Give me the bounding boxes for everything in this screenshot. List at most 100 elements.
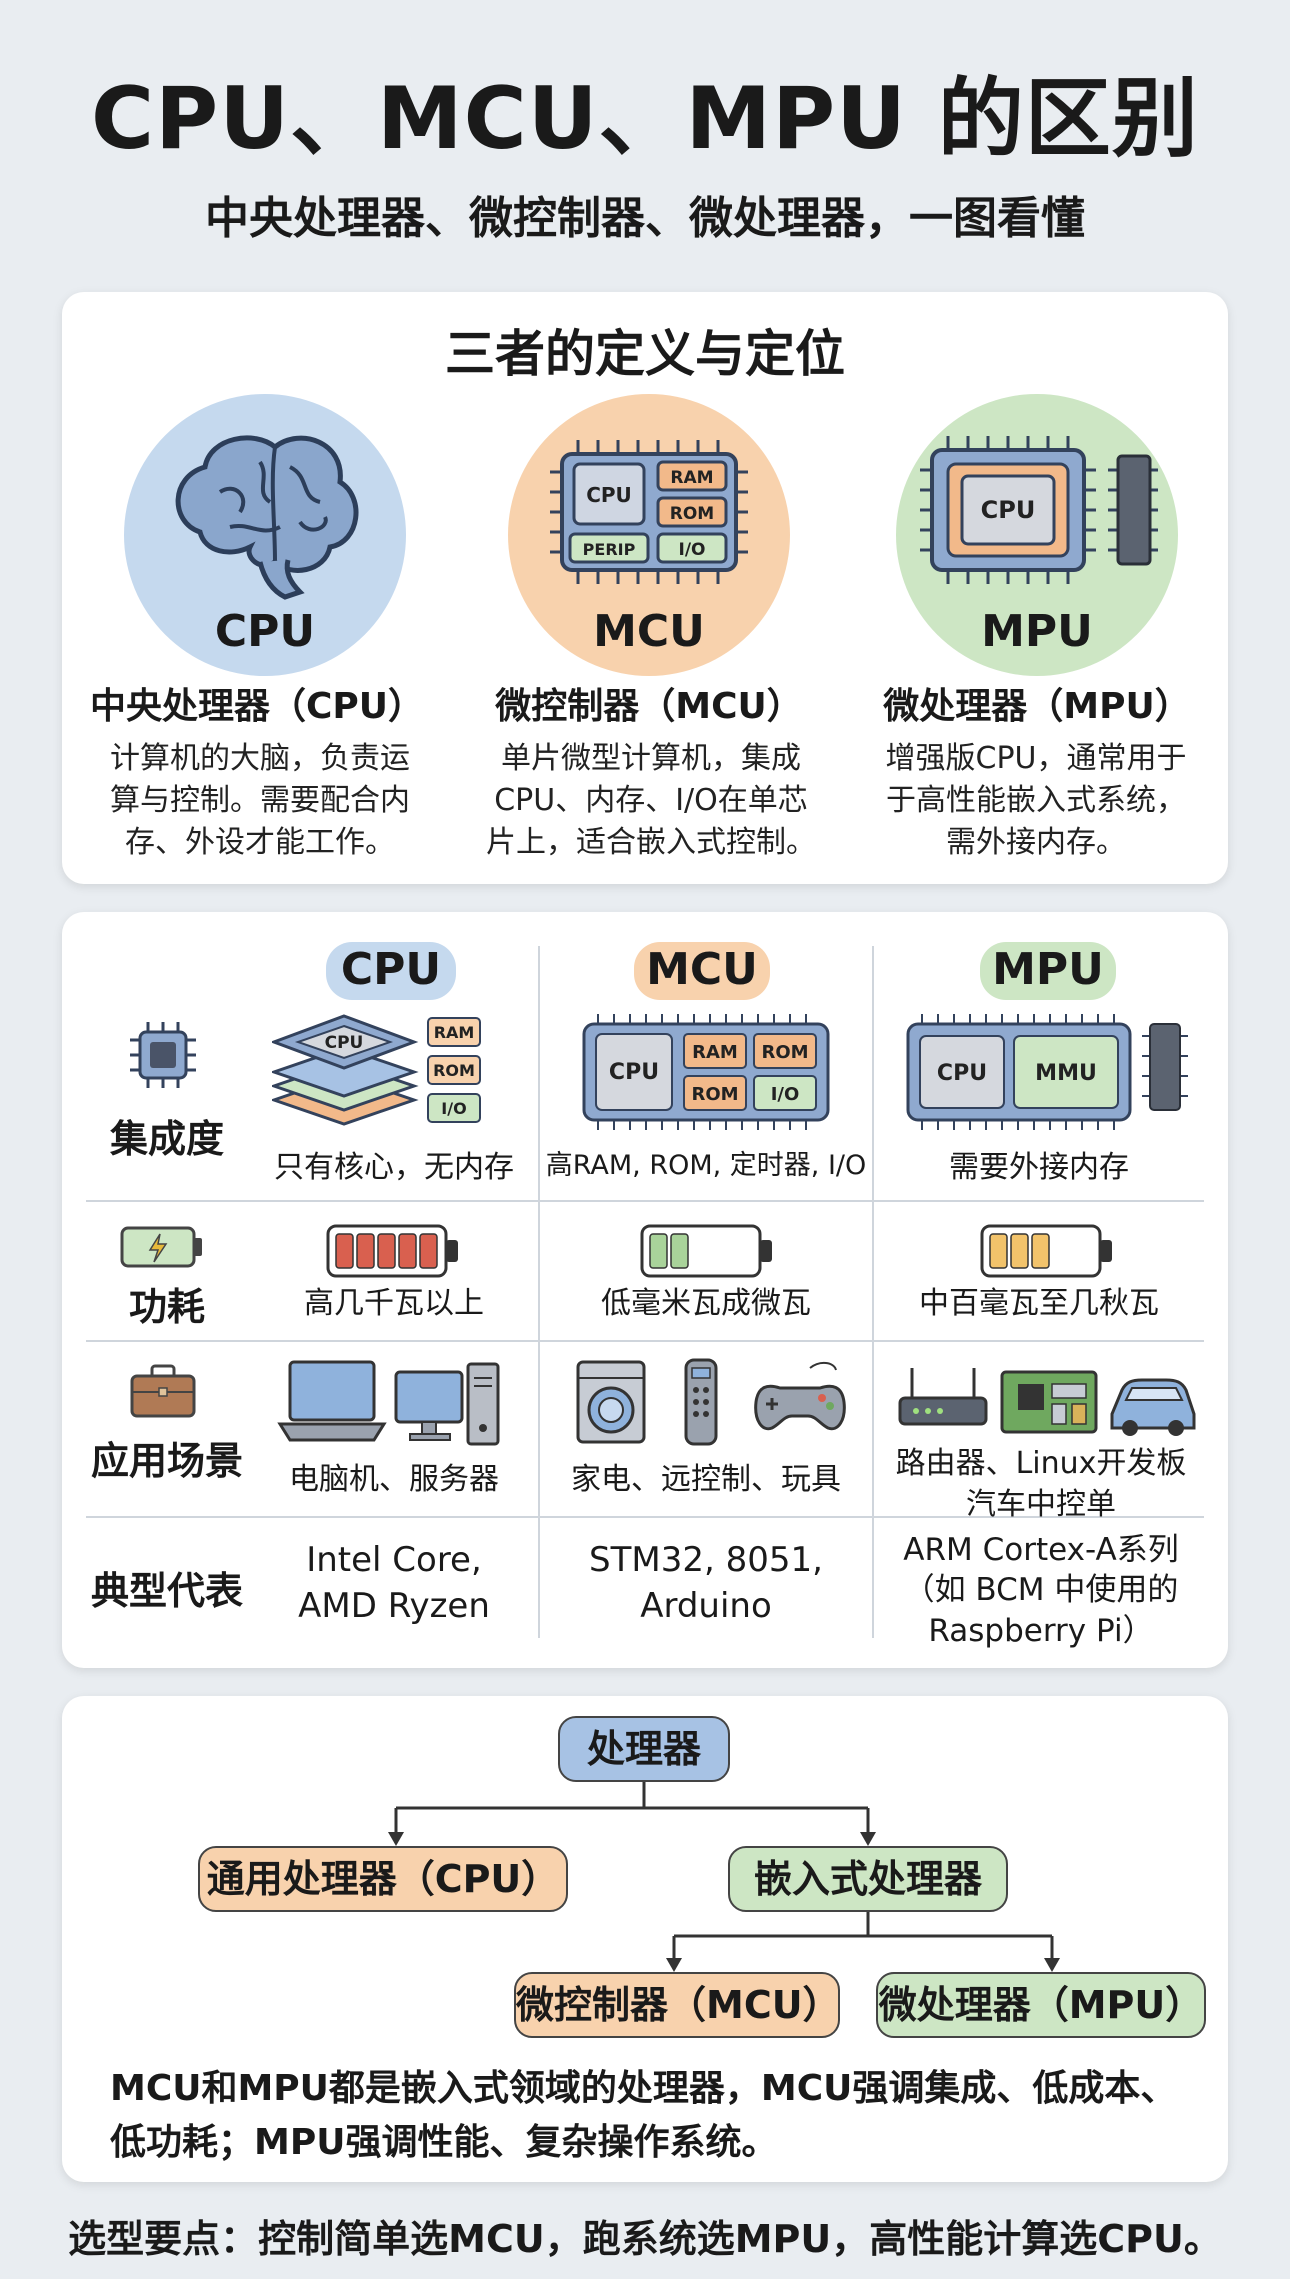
svg-text:I/O: I/O	[679, 540, 706, 560]
mpu-circle: CPU MPU	[896, 394, 1178, 676]
cpu-definition-desc: 计算机的大脑，负责运 算与控制。需要配合内 存、外设才能工作。	[70, 738, 450, 864]
row-label-application: 应用场景	[90, 1439, 243, 1483]
page-title: CPU、MCU、MPU 的区别	[91, 69, 1199, 169]
svg-text:ROM: ROM	[761, 1042, 808, 1063]
svg-text:CPU: CPU	[937, 1061, 987, 1086]
svg-text:ROM: ROM	[433, 1061, 475, 1080]
appliances-icon	[576, 1358, 846, 1446]
selection-tip: 选型要点：控制简单选MCU，跑系统选MPU，高性能计算选CPU。	[68, 2217, 1222, 2261]
chip-icon	[130, 1022, 196, 1088]
tree-note-line: MCU和MPU都是嵌入式领域的处理器，MCU强调集成、低成本、	[110, 2068, 1177, 2109]
representative-mcu-line: Arduino	[640, 1585, 772, 1626]
svg-text:CPU: CPU	[586, 483, 632, 507]
representative-mpu-text: ARM Cortex-A系列 （如 BCM 中使用的 Raspberry Pi）	[874, 1530, 1208, 1651]
mpu-desc-line: 于高性能嵌入式系统，	[886, 783, 1186, 818]
integration-mcu-text: 高RAM, ROM, 定时器, I/O	[545, 1150, 867, 1181]
power-cpu-text: 高几千瓦以上	[304, 1286, 484, 1321]
svg-text:I/O: I/O	[771, 1084, 800, 1105]
tree-mcu: 微控制器（MCU）	[514, 1972, 841, 2038]
representative-mpu-line: （如 BCM 中使用的	[903, 1572, 1179, 1609]
tree-note-line: 低功耗；MPU强调性能、复杂操作系统。	[110, 2122, 778, 2163]
cpu-circle: CPU	[124, 394, 406, 676]
mcu-board-icon: CPU RAM ROM ROM I/O	[582, 1014, 830, 1130]
definitions-card: 三者的定义与定位 CPU 中央处理器（CPU） 计算机的大脑，负责运 算与控制。…	[62, 292, 1228, 884]
briefcase-icon	[130, 1364, 196, 1418]
row-label-representative: 典型代表	[90, 1569, 243, 1613]
row-divider	[86, 1516, 1204, 1518]
laptop-desktop-icon	[277, 1360, 500, 1446]
mpu-definition-heading: 微处理器（MPU）	[883, 686, 1191, 727]
tree-connectors	[388, 1782, 1060, 1972]
mcu-circle: CPU RAM ROM PERIP I/O MCU	[508, 394, 790, 676]
router-board-car-icon	[898, 1368, 1196, 1436]
power-mcu-text: 低毫米瓦成微瓦	[601, 1286, 811, 1321]
svg-text:PERIP: PERIP	[583, 540, 636, 559]
definitions-section-title: 三者的定义与定位	[445, 325, 845, 383]
representative-mpu-line: Raspberry Pi）	[928, 1612, 1154, 1649]
representative-mcu-line: STM32, 8051,	[589, 1540, 823, 1580]
application-mpu-text: 路由器、Linux开发板 汽车中控单	[874, 1444, 1208, 1525]
mpu-circle-label: MPU	[981, 606, 1093, 657]
tree-embedded-processor: 嵌入式处理器	[728, 1846, 1008, 1912]
representative-cpu-line: Intel Core,	[306, 1540, 482, 1580]
representative-cpu-text: Intel Core, AMD Ryzen	[252, 1538, 536, 1630]
svg-text:CPU: CPU	[981, 496, 1036, 524]
mcu-desc-line: 片上，适合嵌入式控制。	[486, 825, 816, 860]
application-mpu-line: 路由器、Linux开发板	[895, 1446, 1187, 1481]
page-subtitle: 中央处理器、微控制器、微处理器，一图看懂	[205, 193, 1085, 244]
mpu-board-icon: CPU MMU	[906, 1014, 1188, 1130]
row-divider	[86, 1340, 1204, 1342]
classification-card: 处理器 通用处理器（CPU） 嵌入式处理器 微控制器（MCU） 微处理器（MPU…	[62, 1696, 1228, 2182]
mcu-desc-line: CPU、内存、I/O在单芯	[494, 783, 808, 818]
row-divider	[86, 1200, 1204, 1202]
row-label-power: 功耗	[128, 1285, 205, 1329]
svg-text:RAM: RAM	[670, 468, 713, 488]
column-header-mpu: MPU	[980, 942, 1116, 1000]
row-label-integration: 集成度	[109, 1117, 224, 1161]
mcu-chip-icon: CPU RAM ROM PERIP I/O	[550, 440, 748, 584]
svg-text:RAM: RAM	[434, 1023, 475, 1042]
application-mcu-text: 家电、远控制、玩具	[571, 1462, 841, 1497]
application-cpu-text: 电脑机、服务器	[289, 1462, 499, 1497]
svg-text:CPU: CPU	[325, 1033, 364, 1053]
cpu-stack-icon: CPU RAM ROM I/O	[272, 1014, 481, 1126]
mcu-circle-label: MCU	[593, 606, 705, 657]
power-mpu-text: 中百毫瓦至几秋瓦	[919, 1286, 1159, 1321]
mpu-chip-icon: CPU	[920, 436, 1158, 584]
svg-text:RAM: RAM	[692, 1042, 738, 1063]
svg-text:ROM: ROM	[670, 504, 714, 524]
svg-text:I/O: I/O	[441, 1099, 466, 1118]
battery-full-icon	[326, 1224, 458, 1278]
representative-cpu-line: AMD Ryzen	[298, 1585, 490, 1626]
mcu-definition-heading: 微控制器（MCU）	[495, 686, 803, 727]
column-header-mcu: MCU	[634, 942, 770, 1000]
comparison-card: CPU MCU MPU 集成度 CPU RAM ROM I/O 只有核心，无内存	[62, 912, 1228, 1668]
mcu-desc-line: 单片微型计算机，集成	[501, 741, 801, 776]
representative-mcu-text: STM32, 8051, Arduino	[540, 1538, 872, 1630]
column-divider	[538, 946, 540, 1638]
cpu-desc-line: 算与控制。需要配合内	[110, 783, 410, 818]
tree-root-processor: 处理器	[558, 1716, 730, 1782]
svg-text:CPU: CPU	[609, 1060, 659, 1085]
cpu-definition-heading: 中央处理器（CPU）	[89, 686, 425, 727]
mpu-definition-desc: 增强版CPU，通常用于 于高性能嵌入式系统， 需外接内存。	[846, 738, 1226, 864]
mcu-definition-desc: 单片微型计算机，集成 CPU、内存、I/O在单芯 片上，适合嵌入式控制。	[456, 738, 846, 864]
svg-text:MMU: MMU	[1035, 1061, 1097, 1086]
cpu-desc-line: 存、外设才能工作。	[125, 825, 395, 860]
integration-cpu-text: 只有核心，无内存	[274, 1150, 514, 1185]
integration-mpu-text: 需要外接内存	[949, 1150, 1129, 1185]
battery-low-icon	[640, 1224, 772, 1278]
cpu-circle-label: CPU	[214, 606, 316, 657]
application-mpu-line: 汽车中控单	[966, 1486, 1116, 1522]
mpu-desc-line: 增强版CPU，通常用于	[885, 741, 1187, 776]
mpu-desc-line: 需外接内存。	[946, 825, 1126, 860]
svg-text:ROM: ROM	[691, 1084, 738, 1105]
representative-mpu-line: ARM Cortex-A系列	[903, 1532, 1179, 1568]
tree-note: MCU和MPU都是嵌入式领域的处理器，MCU强调集成、低成本、 低功耗；MPU强…	[110, 2062, 1210, 2170]
tree-mpu: 微处理器（MPU）	[876, 1972, 1206, 2038]
tree-general-processor: 通用处理器（CPU）	[198, 1846, 568, 1912]
brain-icon	[175, 435, 359, 600]
power-battery-icon	[120, 1226, 202, 1268]
column-divider	[872, 946, 874, 1638]
column-header-cpu: CPU	[326, 942, 456, 1000]
